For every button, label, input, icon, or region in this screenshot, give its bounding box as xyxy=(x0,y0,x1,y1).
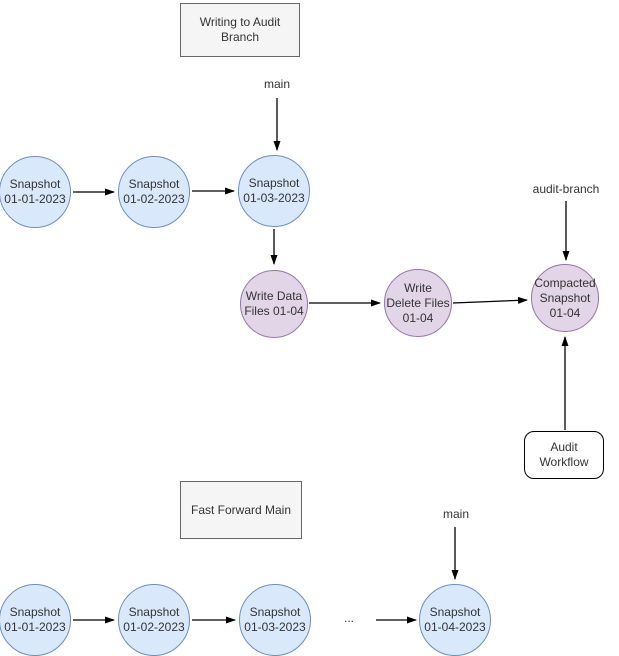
node-write-delete-files: Write Delete Files 01-04 xyxy=(384,269,452,337)
node-snapshot-01-01-2023-top: Snapshot 01-01-2023 xyxy=(0,156,71,228)
section-title-fast-forward-main: Fast Forward Main xyxy=(180,481,302,539)
node-audit-workflow: Audit Workflow xyxy=(524,431,604,479)
branch-label-main-bottom: main xyxy=(442,507,470,521)
node-snapshot-01-03-2023-bottom: Snapshot 01-03-2023 xyxy=(239,584,311,656)
section-title-writing-to-audit-branch: Writing to Audit Branch xyxy=(180,3,300,57)
node-compacted-snapshot: Compacted Snapshot 01-04 xyxy=(531,264,599,332)
node-snapshot-01-02-2023-bottom: Snapshot 01-02-2023 xyxy=(118,584,190,656)
node-snapshot-01-04-2023-bottom: Snapshot 01-04-2023 xyxy=(419,584,491,656)
branch-label-audit-branch: audit-branch xyxy=(532,182,600,196)
node-write-data-files: Write Data Files 01-04 xyxy=(240,270,308,338)
node-snapshot-01-01-2023-bottom: Snapshot 01-01-2023 xyxy=(0,584,71,656)
branch-label-main-top: main xyxy=(263,77,291,91)
edge-write-delete-to-compacted xyxy=(452,296,528,304)
node-snapshot-01-02-2023-top: Snapshot 01-02-2023 xyxy=(118,156,190,228)
ellipsis-label: ... xyxy=(343,611,355,625)
node-snapshot-01-03-2023-top: Snapshot 01-03-2023 xyxy=(238,155,310,227)
